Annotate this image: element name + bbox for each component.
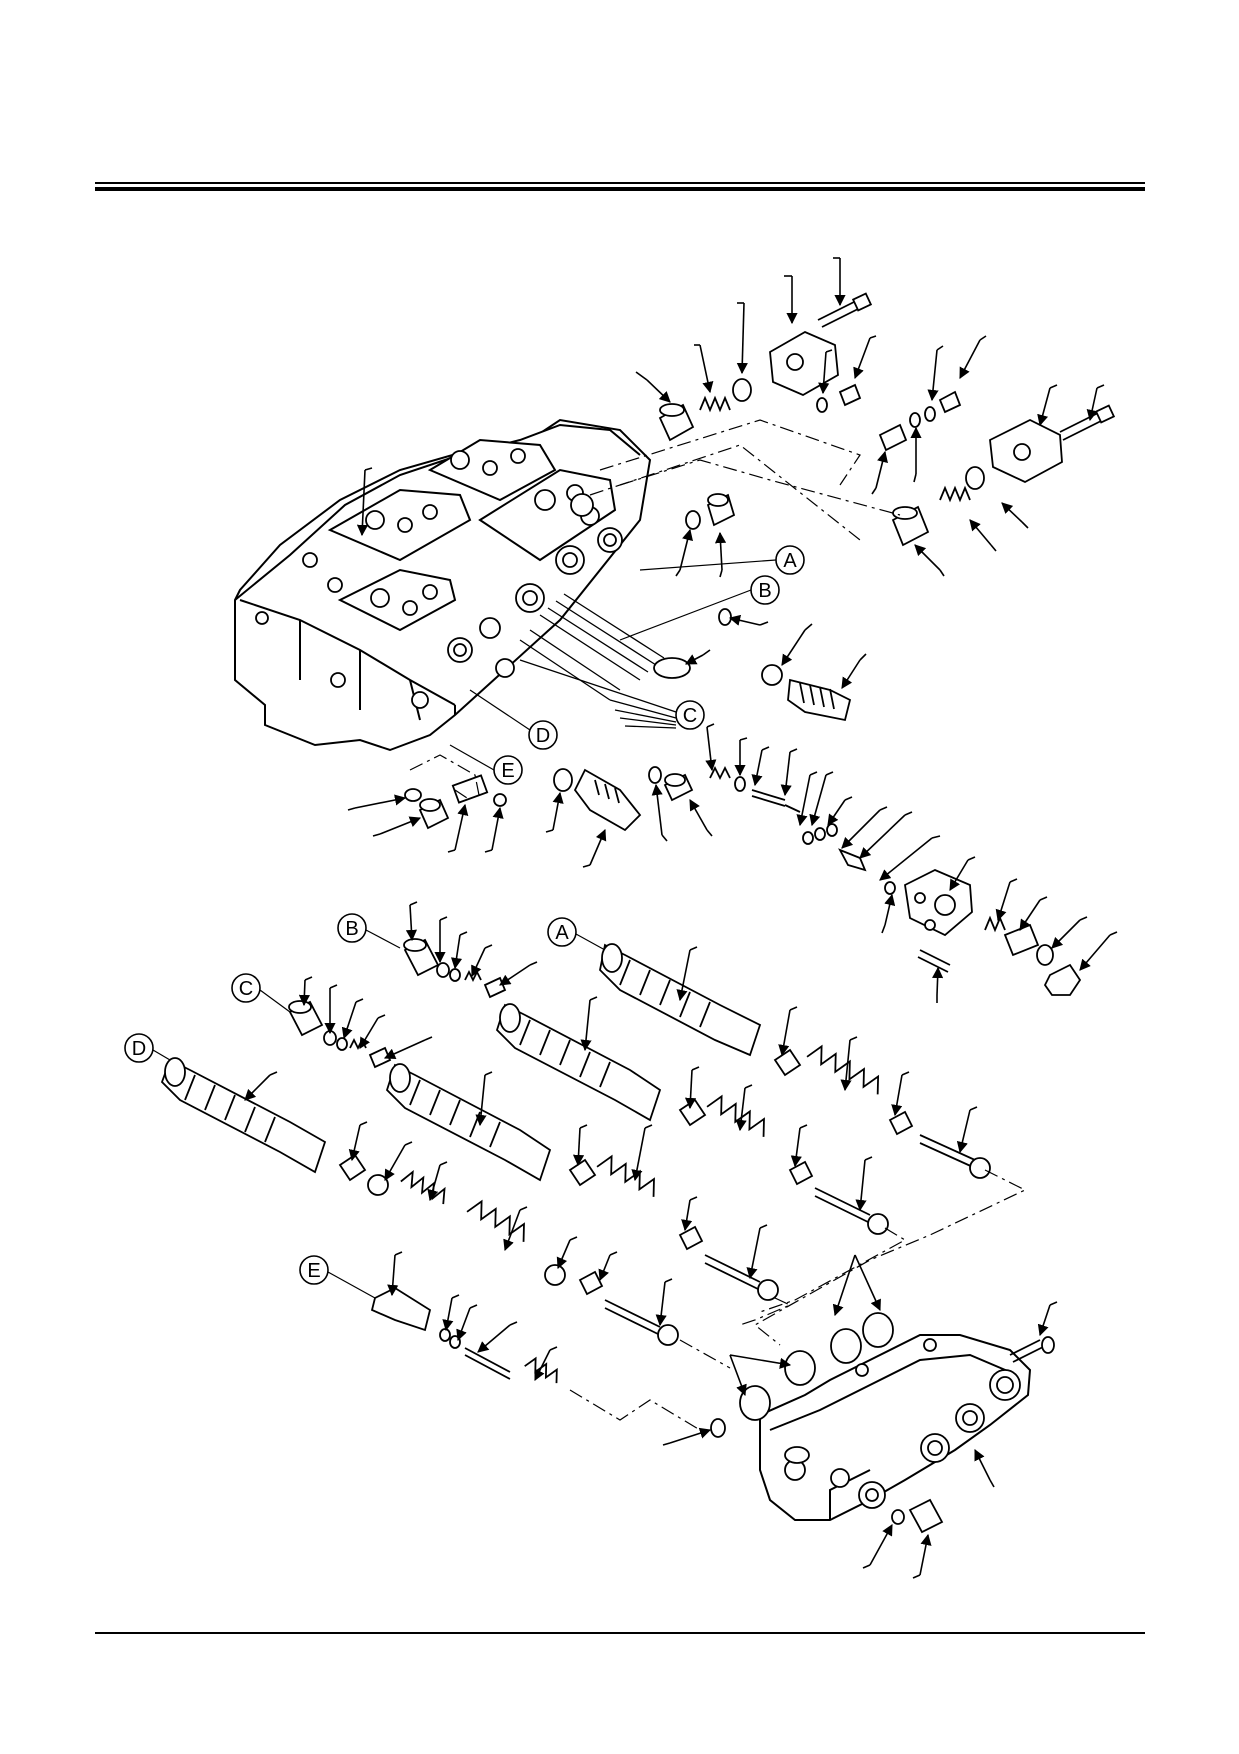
callout-c-upper-label: C xyxy=(683,705,697,727)
callout-d-lower xyxy=(124,1033,154,1063)
header-rule-thick xyxy=(95,187,1145,191)
header-rule xyxy=(95,182,1145,191)
callout-b-upper-label: B xyxy=(758,580,771,602)
callout-d-upper-label: D xyxy=(536,725,550,747)
check-valve-chain xyxy=(709,765,1082,996)
callout-c-upper xyxy=(675,700,705,730)
callout-a-lower-label: A xyxy=(555,922,569,944)
callout-b-lower-label: B xyxy=(345,918,358,940)
relief-valve-right xyxy=(653,608,852,722)
callout-a-lower xyxy=(547,917,577,947)
callout-c-lower-label: C xyxy=(239,978,253,1000)
top-parts xyxy=(658,292,1116,547)
callout-b-lower xyxy=(337,913,367,943)
header-rule-thin xyxy=(95,182,1145,184)
housing-o-rings xyxy=(710,1312,1055,1534)
callout-e-lower xyxy=(299,1255,329,1285)
callout-e-lower-label: E xyxy=(307,1260,320,1282)
footer-rule xyxy=(95,1632,1145,1634)
spools xyxy=(160,938,991,1384)
main-valve-body xyxy=(234,418,652,752)
callout-d-upper xyxy=(528,720,558,750)
callout-c-lower xyxy=(231,973,261,1003)
spool-bores xyxy=(519,593,665,701)
callout-a-upper-label: A xyxy=(783,550,797,572)
cover-housing-ports xyxy=(784,1338,1021,1509)
top-leaders xyxy=(356,258,1098,571)
lower-left-parts xyxy=(404,766,694,832)
callout-e-upper-label: E xyxy=(501,760,514,782)
callout-d-lower-label: D xyxy=(132,1038,146,1060)
main-body-ports xyxy=(255,448,623,709)
